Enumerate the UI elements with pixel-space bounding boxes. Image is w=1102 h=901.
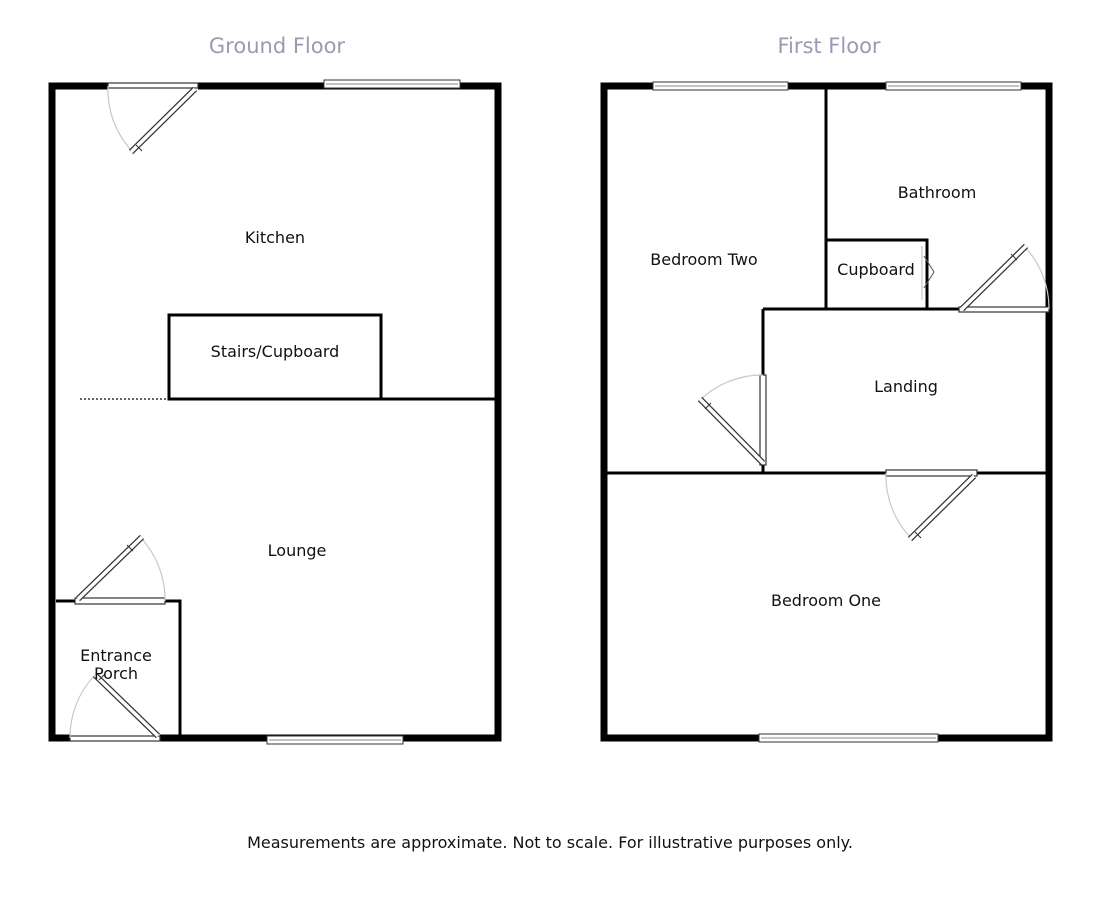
bedroom-one-window: [758, 733, 939, 743]
kitchen-door: [107, 81, 199, 155]
room-label-lounge: Lounge: [268, 541, 327, 560]
room-label-kitchen: Kitchen: [245, 228, 305, 247]
room-label-stairs-cupboard: Stairs/Cupboard: [211, 342, 340, 361]
room-label-entrance: Entrance: [80, 646, 152, 665]
cupboard-outline: [824, 238, 929, 311]
bedroom-one-door: [885, 469, 978, 542]
stairs-cupboard-outline: [167, 313, 383, 401]
room-label-landing: Landing: [874, 377, 938, 396]
disclaimer-text: Measurements are approximate. Not to sca…: [247, 833, 853, 852]
first-floor: First Floor: [600, 34, 1053, 743]
entrance-door: [69, 672, 161, 743]
kitchen-window: [323, 79, 461, 89]
room-label-bedroom-two: Bedroom Two: [650, 250, 757, 269]
first-floor-title: First Floor: [777, 34, 880, 58]
room-label-bedroom-one: Bedroom One: [771, 591, 881, 610]
porch-inner-door: [74, 534, 166, 605]
ground-floor-title: Ground Floor: [209, 34, 346, 58]
room-label-cupboard: Cupboard: [837, 260, 915, 279]
bathroom-window: [885, 81, 1022, 91]
ground-floor: Ground Floor: [48, 34, 502, 745]
ground-floor-outer-wall: [48, 82, 502, 742]
room-label-porch: Porch: [94, 664, 138, 683]
room-label-bathroom: Bathroom: [898, 183, 977, 202]
cupboard-door: [921, 246, 935, 300]
bedroom-two-door: [697, 374, 767, 466]
bedroom-two-window: [652, 81, 789, 91]
lounge-window: [266, 735, 404, 745]
bathroom-door: [958, 243, 1050, 313]
